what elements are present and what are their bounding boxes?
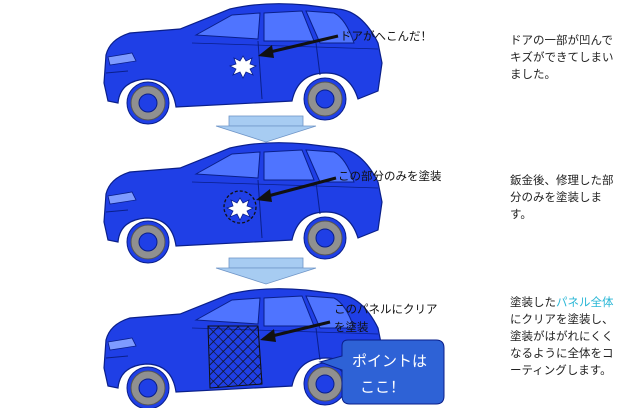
callout-3-line-1: このパネルにクリア: [334, 302, 438, 316]
down-arrow-icon: [216, 258, 316, 284]
callout-2: この部分のみを塗装: [338, 169, 442, 183]
description-3-after: にクリアを塗装し、塗装がはがれにくくなるように全体をコーティングします。: [510, 312, 614, 377]
down-arrow-icon: [216, 116, 316, 142]
description-3-before: 塗装した: [510, 295, 556, 309]
description-1: ドアの一部が凹んでキズができてしまいました。: [510, 32, 620, 83]
description-3: 塗装したパネル全体にクリアを塗装し、塗装がはがれにくくなるように全体をコーティン…: [510, 294, 620, 379]
callout-1: ドアがへこんだ！: [340, 29, 432, 43]
callout-3-line-2: を塗装: [334, 320, 369, 334]
description-3-highlight: パネル全体: [556, 295, 614, 309]
bubble-line-1: ポイントは: [352, 352, 427, 370]
description-2: 鈑金後、修理した部分のみを塗装します。: [510, 172, 620, 223]
bubble-line-2: ここ！: [360, 378, 405, 396]
